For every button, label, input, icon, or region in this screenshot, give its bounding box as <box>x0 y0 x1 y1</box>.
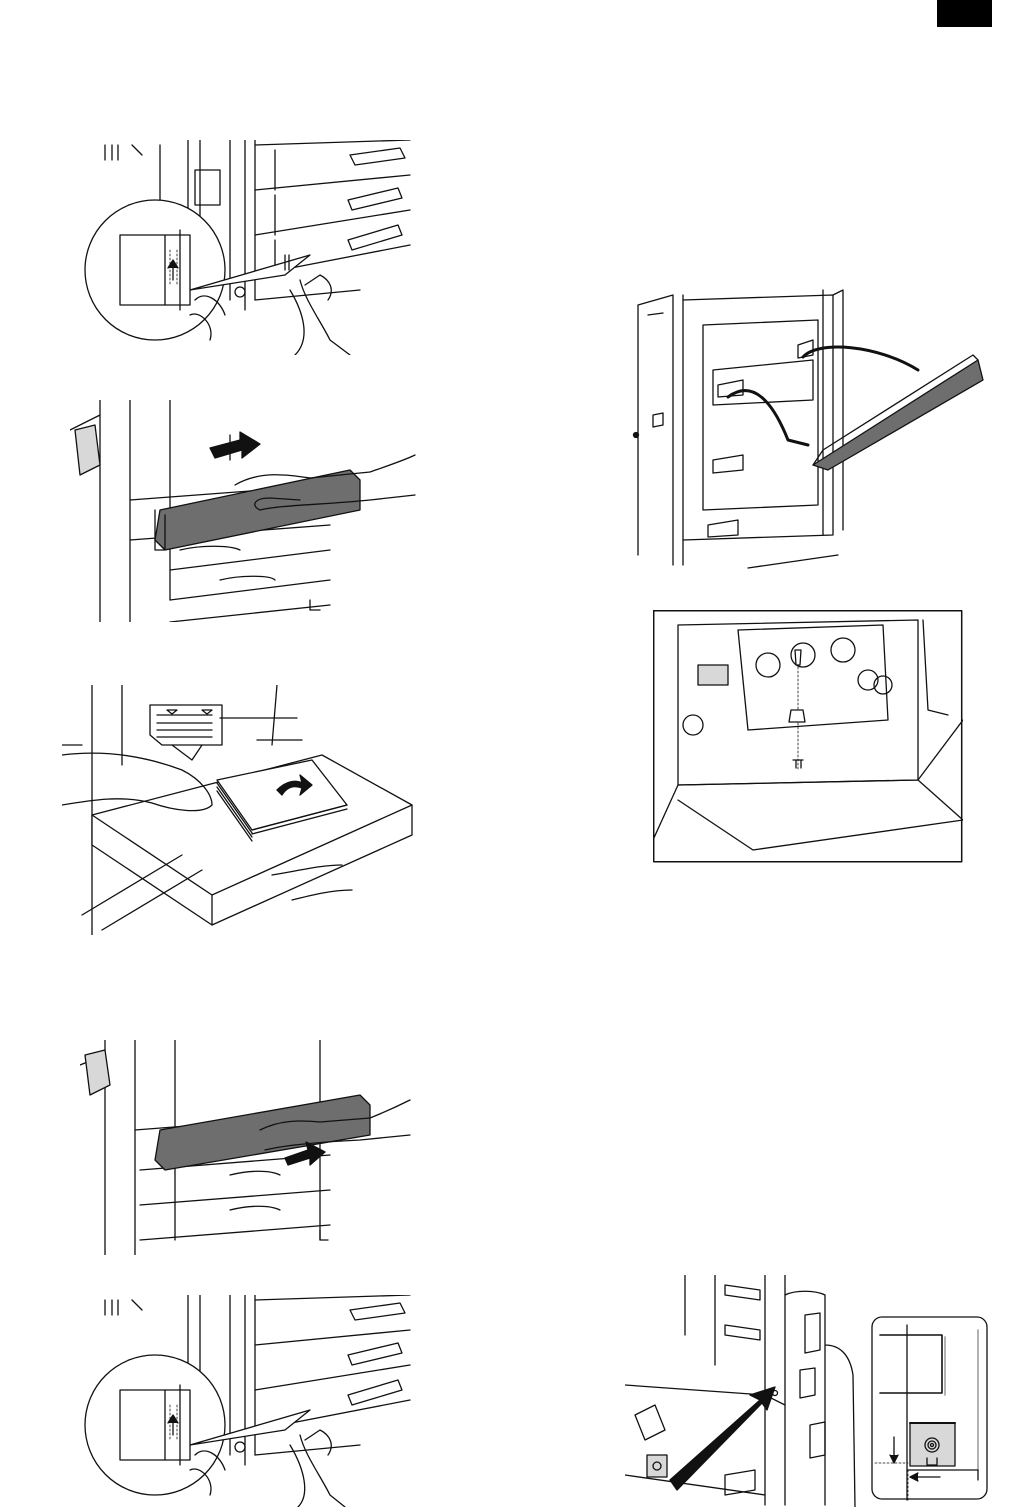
illustration-push-in-tray <box>80 1040 415 1255</box>
section-tab-marker <box>937 0 992 27</box>
illustration-alignment-detail <box>870 1315 990 1503</box>
illustration-install-screw <box>653 610 963 863</box>
illustration-engage-lock <box>80 1295 420 1507</box>
illustration-position-machine <box>625 1275 865 1507</box>
illustration-attach-exit-tray <box>628 285 988 575</box>
illustration-load-paper <box>62 685 417 935</box>
illustration-release-lock <box>80 140 420 355</box>
illustration-pull-out-tray <box>70 400 420 622</box>
